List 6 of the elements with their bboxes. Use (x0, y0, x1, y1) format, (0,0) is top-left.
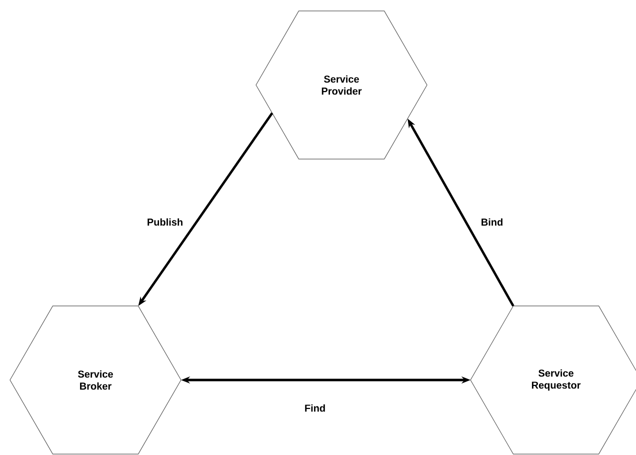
edge-label: Publish (146, 217, 184, 227)
hexagon-node: Service Broker (10, 306, 182, 454)
hexagon-node: Service Provider (256, 10, 428, 160)
edge-label: Bind (480, 217, 504, 227)
hexagon-node: Service Requestor (470, 306, 636, 454)
edge-label: Find (303, 403, 327, 413)
